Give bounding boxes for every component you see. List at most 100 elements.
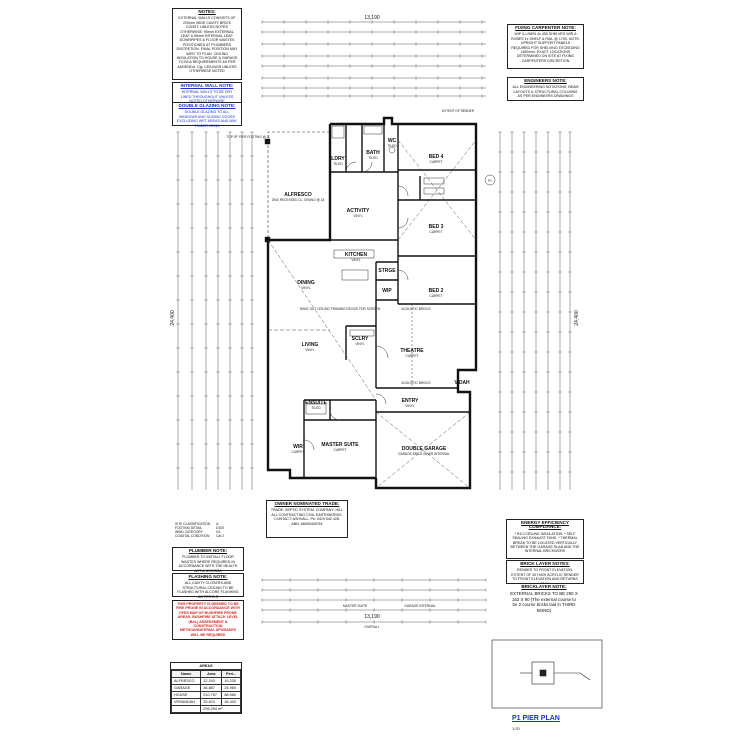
room-label-wip: WIP	[382, 288, 392, 294]
room-label-bed3: BED 3	[429, 224, 444, 230]
bricklayer-note: BRICKLAYER NOTE: EXTERNAL BRICKS TO BE 2…	[506, 584, 582, 626]
room-label-wc: WC	[388, 138, 397, 144]
bottom-overall-label: OVERALL	[364, 625, 379, 629]
bricklayer-heading: BRICKLAYER NOTE:	[521, 584, 567, 589]
room-label-sclry: SCLRY	[352, 336, 369, 342]
internal-wall-note: INTERNAL WALL NOTE: INTERNAL WALLS TO BE…	[172, 82, 242, 103]
fixtures	[305, 125, 445, 415]
pier-plan-scale: 1:20	[512, 726, 520, 731]
bushfire-note: THIS PROPERTY IS DEEMED TO BE FIRE PRONE…	[172, 600, 244, 640]
room-finish-alfresco: 2940 RECESSED CL. GRANO @ 18	[272, 198, 325, 202]
left-dimension-chains	[176, 131, 254, 490]
notes-body: EXTERNAL WALLS CONSISTS OF 220mm WIDE CA…	[176, 16, 238, 74]
owner-trade-body: TRADE: SEPTIC SYSTEM. COMPANY: HILL ALL …	[270, 508, 344, 526]
bottom-seg-garage: GARAGE INTERNAL	[404, 604, 435, 608]
room-finish-double-garage: GARAGE BRICK INNER INTERNAL	[398, 452, 450, 456]
pier-plan-detail	[491, 639, 603, 709]
bushfire-body: THIS PROPERTY IS DEEMED TO BE FIRE PRONE…	[176, 602, 240, 637]
acoustic-bricks-top: ACOUSTIC BRICKS	[401, 307, 430, 311]
room-finish-wir: CARPET	[292, 450, 305, 454]
room-finish-dining: VINYL	[301, 286, 310, 290]
plumber-note: PLUMBER NOTE: PLUMBER TO INSTALL FLOOR W…	[172, 547, 244, 573]
energy-heading: ENERGY EFFICIENCY COMPLIANCE:	[521, 520, 569, 530]
pier-marker	[484, 174, 496, 186]
double-glazing-body: DOUBLE GLAZING TO ALL WINDOWS AND SLIDIN…	[176, 110, 238, 128]
double-glazing-heading: DOUBLE GLAZING NOTE:	[178, 103, 236, 108]
room-label-kitchen: KITCHEN	[345, 252, 368, 258]
brick-layer-notes-body: RENDER TO FRONT ELEVATION. EXTENT OF 30 …	[511, 568, 579, 585]
energy-body: * R4.0 CEILING INSULATION. * SELF SEALIN…	[510, 531, 580, 554]
site-class-key: FOOTING DETAIL	[175, 526, 203, 530]
room-finish-master-suite: CARPET	[334, 448, 347, 452]
bottom-dimension-chains	[261, 578, 487, 624]
room-finish-theatre: CARPET	[406, 354, 419, 358]
room-finish-bed3: CARPET	[430, 230, 443, 234]
pier-plan-title: P1 PIER PLAN	[512, 715, 560, 722]
door-swings	[303, 161, 409, 451]
flashing-heading: FLASHING NOTE:	[188, 574, 228, 579]
internal-walls	[303, 124, 476, 478]
owner-trade-heading: OWNER NOMINATED TRADE:	[274, 501, 340, 506]
room-label-bed2: BED 2	[429, 288, 444, 294]
extent-render-label: EXTENT OF RENDER	[442, 109, 475, 113]
fixing-carpenter-note: FIXING CARPENTER NOTE: WIP & LINEN 4x 45…	[507, 24, 584, 69]
left-overall-dimension: 24,400	[170, 310, 176, 326]
room-label-vdah: V'DAH	[454, 380, 470, 386]
room-finish-bed2: CARPET	[430, 294, 443, 298]
internal-wall-body: INTERNAL WALLS TO BE DRY LINED THROUGHOU…	[180, 90, 234, 103]
room-label-bed4: BED 4	[429, 154, 444, 160]
ceiling-lines	[267, 139, 477, 489]
room-finish-wc: TILED	[387, 144, 397, 148]
room-label-ldry: LDRY	[331, 156, 345, 162]
bottom-overall-dimension: 13,190	[364, 614, 380, 620]
areas-total: 295.294 m²	[200, 705, 241, 713]
room-finish-ldry: TILED	[333, 162, 343, 166]
room-label-dining: DINING	[297, 280, 315, 286]
fixing-carpenter-body: WIP & LINEN 4x 450 SHELVES WIR & ROBES 1…	[511, 32, 580, 63]
flashing-body: ALL CAVITY CLOSERS AND STRUCTURAL CEILIN…	[177, 581, 239, 599]
top-dimension-chains	[261, 20, 486, 98]
alfresco-outline	[267, 131, 330, 240]
flashing-note: FLASHING NOTE: ALL CAVITY CLOSERS AND ST…	[172, 573, 244, 599]
bottom-seg-master: MASTER SUITE	[343, 604, 368, 608]
engineers-note: ENGINEERS NOTE: ALL ENGINEERING NOTATION…	[507, 77, 584, 101]
room-finish-bath: TILED	[368, 156, 378, 160]
notes-heading: NOTES:	[198, 9, 216, 14]
room-label-living: LIVING	[302, 342, 319, 348]
engineers-body: ALL ENGINEERING NOTATIONS, BEAM LAYOUTS …	[512, 85, 579, 99]
right-overall-dimension: 24,400	[574, 310, 580, 326]
site-class-value: A	[216, 522, 219, 526]
room-label-activity: ACTIVITY	[347, 208, 370, 214]
areas-title: AREAS	[171, 663, 241, 670]
brick-layer-notes-heading: BRICK LAYER NOTES:	[520, 561, 570, 566]
room-finish-entry: VINYL	[405, 404, 414, 408]
room-finish-ensuite: TILED	[311, 406, 321, 410]
room-finish-sclry: VINYL	[355, 342, 364, 346]
room-label-entry: ENTRY	[402, 398, 419, 404]
engineers-heading: ENGINEERS NOTE:	[524, 78, 567, 83]
room-finish-bed4: CARPET	[430, 160, 443, 164]
raking-ceiling-label: RAKE OUT CEILING FRAMING DEVICE FOR SCRE…	[300, 307, 381, 311]
top-overall-dimension: 13,190	[364, 15, 380, 21]
plumber-heading: PLUMBER NOTE:	[188, 548, 228, 553]
bricklayer-body: EXTERNAL BRICKS TO BE 290 X 162 X 90 (Th…	[510, 591, 578, 613]
room-label-wir: WIR	[293, 444, 303, 450]
room-label-double-garage: DOUBLE GARAGE	[402, 446, 447, 452]
site-class-key: WIND CATEGORY	[175, 530, 203, 534]
energy-note: ENERGY EFFICIENCY COMPLIANCE: * R4.0 CEI…	[506, 519, 584, 559]
top-of-pier-label: TOP OF PIER FOOTING @ -1	[226, 135, 270, 139]
room-finish-activity: VINYL	[353, 214, 362, 218]
internal-wall-heading: INTERNAL WALL NOTE:	[180, 83, 234, 88]
double-glazing-note: DOUBLE GLAZING NOTE: DOUBLE GLAZING TO A…	[172, 102, 242, 128]
site-class-key: COASTAL CONDITION	[175, 534, 210, 538]
fixing-carpenter-heading: FIXING CARPENTER NOTE:	[515, 25, 576, 30]
room-label-bath: BATH	[366, 150, 380, 156]
room-finish-kitchen: VINYL	[351, 258, 360, 262]
